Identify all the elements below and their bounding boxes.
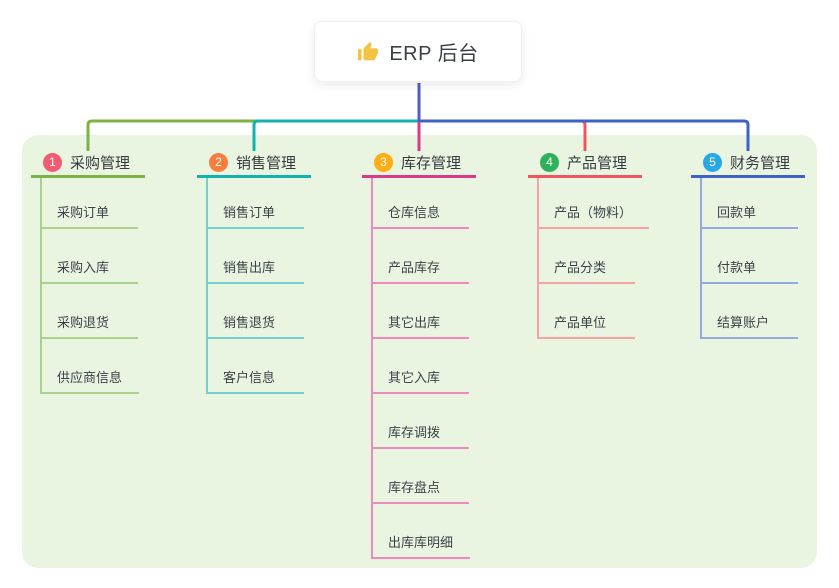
branch-finance: 5 财务管理回款单付款单结算账户: [691, 150, 805, 339]
child-node[interactable]: 产品单位: [539, 284, 635, 339]
branch-header-finance[interactable]: 5 财务管理: [691, 150, 805, 178]
branch-children-list: 采购订单采购入库采购退货供应商信息: [40, 178, 145, 394]
branch-label: 销售管理: [236, 155, 297, 172]
branch-inventory: 3 库存管理仓库信息产品库存其它出库其它入库库存调拨库存盘点出库库明细: [362, 150, 476, 559]
branch-number-badge: 2: [209, 153, 228, 172]
branch-product: 4 产品管理产品（物料） 产品分类产品单位: [528, 150, 650, 339]
child-node-label: 其它出库: [388, 315, 441, 330]
child-node[interactable]: 产品库存: [373, 229, 469, 284]
branch-children-list: 销售订单销售出库销售退货客户信息: [206, 178, 311, 394]
branch-purchase: 1 采购管理采购订单采购入库采购退货供应商信息: [31, 150, 145, 394]
branch-children-list: 回款单付款单结算账户: [700, 178, 805, 339]
branch-sales: 2 销售管理销售订单销售出库销售退货客户信息: [197, 150, 311, 394]
child-node-label: 付款单: [717, 260, 757, 275]
child-node[interactable]: 采购入库: [42, 229, 138, 284]
child-node[interactable]: 采购退货: [42, 284, 138, 339]
child-node-label: 库存调拨: [388, 425, 441, 440]
child-node-label: 销售出库: [223, 260, 276, 275]
branch-header-product[interactable]: 4 产品管理: [528, 150, 642, 178]
child-node-label: 产品（物料）: [554, 205, 633, 220]
background-panel: [22, 135, 817, 568]
child-node-label: 销售订单: [223, 205, 276, 220]
child-node[interactable]: 出库库明细: [373, 504, 471, 559]
branch-number-badge: 3: [374, 153, 393, 172]
child-node[interactable]: 库存盘点: [373, 449, 469, 504]
child-node-label: 销售退货: [223, 315, 276, 330]
child-node-label: 采购订单: [57, 205, 110, 220]
child-node[interactable]: 结算账户: [702, 284, 798, 339]
branch-children-list: 仓库信息产品库存其它出库其它入库库存调拨库存盘点出库库明细: [371, 178, 476, 559]
child-node[interactable]: 客户信息: [208, 339, 304, 394]
branch-header-inventory[interactable]: 3 库存管理: [362, 150, 476, 178]
child-node[interactable]: 其它入库: [373, 339, 469, 394]
child-node[interactable]: 采购订单: [42, 178, 138, 229]
child-node-label: 采购入库: [57, 260, 110, 275]
child-node[interactable]: 产品（物料）: [539, 178, 650, 229]
branch-label: 产品管理: [567, 155, 628, 172]
branch-header-sales[interactable]: 2 销售管理: [197, 150, 311, 178]
child-node-label: 库存盘点: [388, 480, 441, 495]
child-node[interactable]: 付款单: [702, 229, 798, 284]
child-node-label: 回款单: [717, 205, 757, 220]
child-node[interactable]: 销售退货: [208, 284, 304, 339]
child-node-label: 出库库明细: [388, 535, 454, 550]
branch-label: 财务管理: [730, 155, 791, 172]
child-node-label: 采购退货: [57, 315, 110, 330]
branch-header-purchase[interactable]: 1 采购管理: [31, 150, 145, 178]
child-node[interactable]: 仓库信息: [373, 178, 469, 229]
branch-number-badge: 1: [43, 153, 62, 172]
child-node-label: 产品分类: [554, 260, 607, 275]
child-node-label: 其它入库: [388, 370, 441, 385]
child-node-label: 结算账户: [717, 315, 770, 330]
branch-number-badge: 4: [540, 153, 559, 172]
branch-children-list: 产品（物料） 产品分类产品单位: [537, 178, 650, 339]
branch-label: 采购管理: [70, 155, 131, 172]
child-node-label: 客户信息: [223, 370, 276, 385]
child-node[interactable]: 销售出库: [208, 229, 304, 284]
branch-number-badge: 5: [703, 153, 722, 172]
child-node[interactable]: 其它出库: [373, 284, 469, 339]
branch-label: 库存管理: [401, 155, 462, 172]
child-node[interactable]: 产品分类: [539, 229, 635, 284]
child-node[interactable]: 销售订单: [208, 178, 304, 229]
child-node-label: 供应商信息: [57, 370, 123, 385]
root-node[interactable]: ERP 后台: [314, 21, 522, 82]
child-node[interactable]: 供应商信息: [42, 339, 140, 394]
child-node-label: 产品单位: [554, 315, 607, 330]
root-node-label: ERP 后台: [389, 43, 479, 65]
child-node-label: 仓库信息: [388, 205, 441, 220]
child-node[interactable]: 库存调拨: [373, 394, 469, 449]
child-node-label: 产品库存: [388, 260, 441, 275]
child-node[interactable]: 回款单: [702, 178, 798, 229]
thumbs-up-icon: [357, 41, 379, 63]
